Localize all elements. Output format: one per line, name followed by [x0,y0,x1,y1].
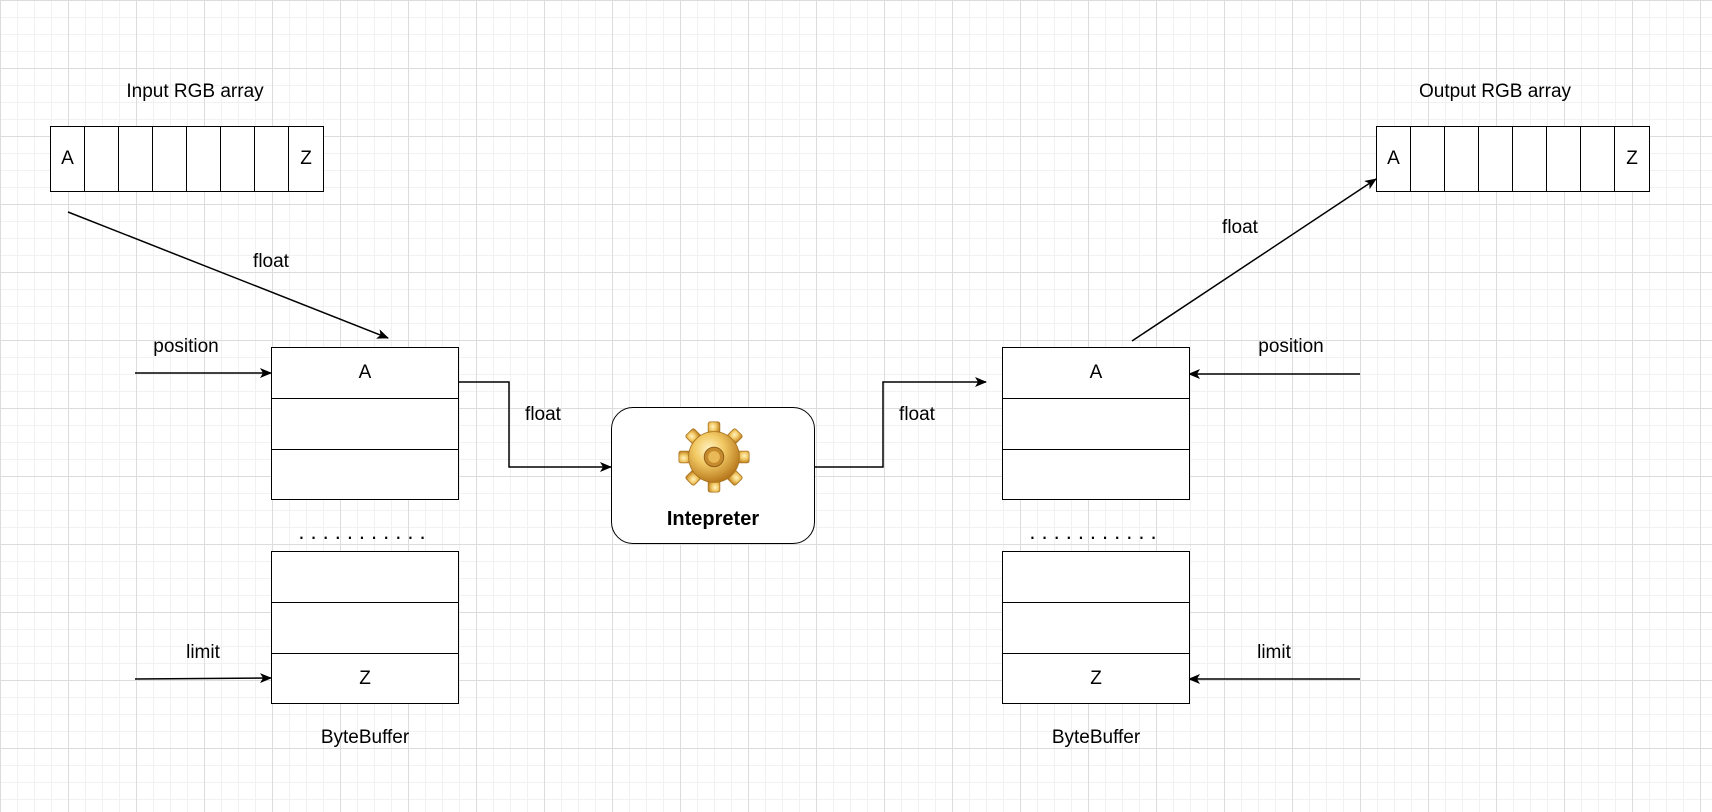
left-bytebuffer-cell [272,603,458,654]
left-bytebuffer-cell [272,399,458,450]
input-array-cell [221,127,255,191]
left-bytebuffer-cell [272,552,458,603]
edge-input-to-buffer [67,211,389,339]
edge-buffer-to-interpreter [459,381,612,472]
input-array-cell [85,127,119,191]
left-limit-label: limit [186,642,220,663]
right-bytebuffer-bottom: Z [1002,551,1190,704]
left-bytebuffer-cell [272,450,458,499]
output-array-cell: A [1377,127,1411,191]
interpreter-label: Intepreter [666,508,760,530]
right-bytebuffer-label: ByteBuffer [1051,727,1141,748]
right-bytebuffer-cell [1003,552,1189,603]
left-bytebuffer-cell: Z [359,667,371,689]
output-array-title: Output RGB array [1418,81,1572,102]
left-position-label: position [153,336,219,357]
input-array-cell [255,127,289,191]
left-bytebuffer-ellipsis: ........... [298,519,432,544]
right-bytebuffer-cell: Z [1090,667,1102,689]
edge-buffer-to-output [1131,178,1377,342]
right-bytebuffer-cell [1003,603,1189,654]
right-bytebuffer-ellipsis: ........... [1029,519,1163,544]
input-array-title: Input RGB array [126,81,264,102]
right-bytebuffer-top: A [1002,347,1190,500]
output-array-cell [1581,127,1615,191]
edge-label-interpreter-to-buffer: float [899,404,935,425]
output-array-cell [1513,127,1547,191]
output-array-cell [1445,127,1479,191]
input-array-cell: Z [300,148,312,169]
right-bytebuffer-cell: A [1003,348,1189,399]
output-array-cell [1547,127,1581,191]
left-bytebuffer-bottom: Z [271,551,459,704]
edge-label-buffer-to-interpreter: float [525,404,561,425]
left-bytebuffer-cell: A [272,348,458,399]
right-position-label: position [1258,336,1324,357]
output-array-cell [1479,127,1513,191]
interpreter-node: Intepreter [611,407,815,544]
edge-label-output-float: float [1222,217,1258,238]
edge-interpreter-to-buffer [815,377,987,468]
left-bytebuffer-label: ByteBuffer [320,727,410,748]
input-array-cell [119,127,153,191]
right-limit-label: limit [1257,642,1291,663]
input-array-cell [187,127,221,191]
left-bytebuffer-top: A [271,347,459,500]
input-array-cell [153,127,187,191]
output-array-cell: Z [1626,148,1638,169]
edge-label-input-float: float [253,251,289,272]
output-array-cell [1411,127,1445,191]
input-array-cell: A [51,127,85,191]
gear-icon [678,421,750,493]
right-bytebuffer-cell [1003,399,1189,450]
arrow-left-limit [134,673,272,684]
right-bytebuffer-cell [1003,450,1189,499]
